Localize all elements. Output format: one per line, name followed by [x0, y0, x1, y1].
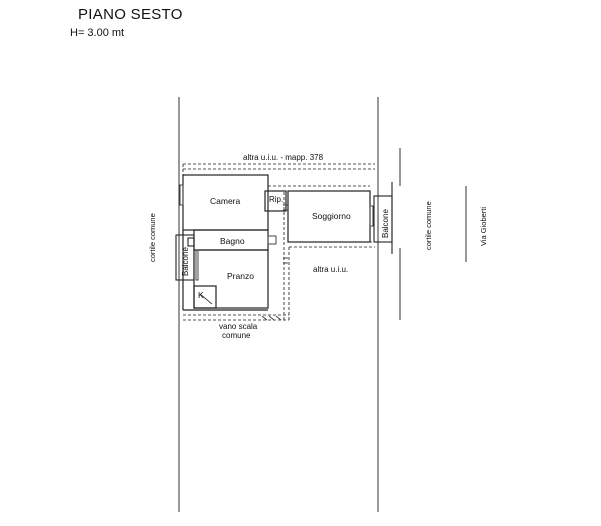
room-k: K — [198, 290, 204, 300]
label-vano-scala-1: vano scala — [219, 322, 258, 331]
page-title: PIANO SESTO — [78, 6, 183, 23]
label-vano-scala-2: comune — [222, 331, 251, 340]
openings — [179, 184, 374, 321]
label-via: Via Gioberti — [479, 207, 488, 246]
balcone-right-label: Balcone — [381, 209, 390, 238]
label-cortile-left: cortile comune — [148, 213, 157, 262]
label-altra-uiu: altra u.i.u. — [313, 265, 348, 274]
balcone-left-label: Balcone — [181, 247, 190, 276]
site-lines — [399, 148, 467, 320]
room-bagno: Bagno — [220, 236, 245, 246]
height-note: H= 3.00 mt — [70, 27, 125, 39]
balcone-right — [373, 182, 393, 254]
balcone-left — [175, 234, 195, 281]
label-cortile-right: cortile comune — [424, 201, 433, 250]
room-rip: Rip. — [269, 195, 283, 204]
room-soggiorno: Soggiorno — [312, 211, 351, 221]
room-camera: Camera — [210, 196, 241, 206]
room-pranzo: Pranzo — [227, 271, 254, 281]
label-altra-uiu-mapp: altra u.i.u. - mapp. 378 — [243, 153, 324, 162]
